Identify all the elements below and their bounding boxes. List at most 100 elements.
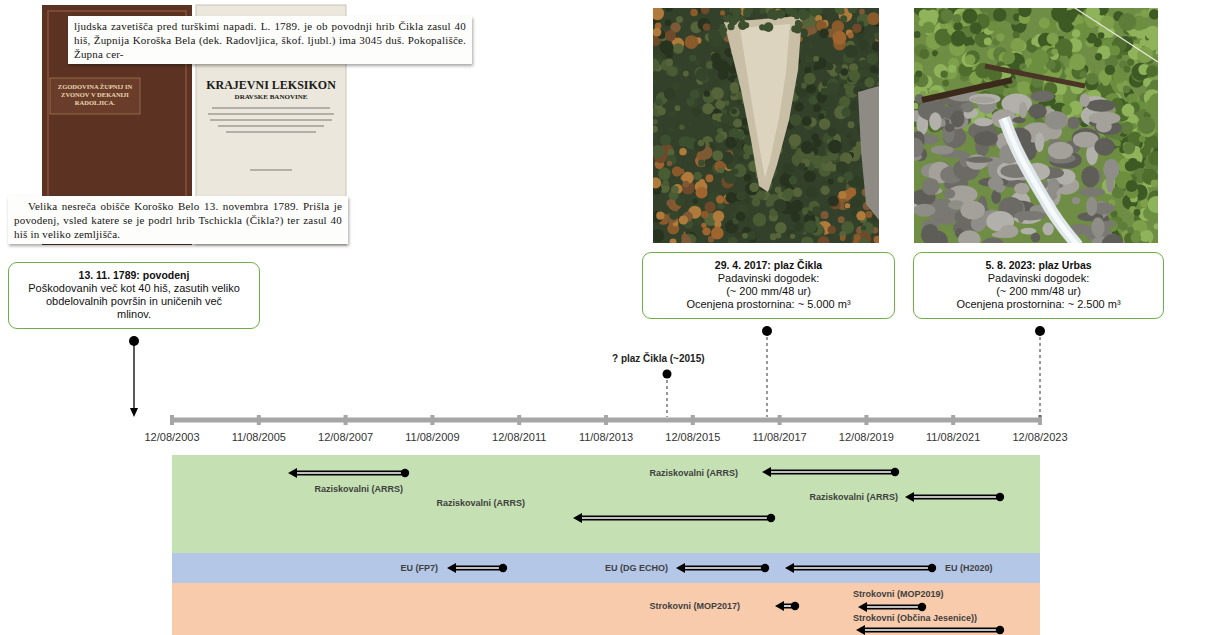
tree-crown (846, 133, 851, 138)
tree-crown (653, 8, 664, 20)
tree-crown (699, 179, 705, 185)
tree-crown (668, 127, 674, 133)
tree-crown (653, 119, 658, 124)
foliage (919, 49, 929, 59)
tree-crown (662, 180, 669, 187)
leader-line (1040, 331, 1041, 417)
tree-crown (685, 35, 699, 49)
bar-arrowhead (905, 492, 914, 502)
project-label: Strokovni (MOP2019) (853, 588, 944, 600)
leader-line (667, 374, 668, 417)
rock (1080, 93, 1090, 107)
fallen-log (985, 66, 1085, 86)
foliage (1011, 38, 1025, 52)
foliage (1122, 104, 1135, 117)
tree-crown (789, 134, 802, 147)
tree-crown (853, 234, 860, 241)
tree-crown (665, 59, 673, 67)
project-duration-bar (785, 563, 936, 573)
rock (1103, 159, 1119, 180)
tree-crown (679, 148, 686, 155)
rock (1086, 99, 1115, 111)
tree-crown (804, 170, 816, 182)
foliage (1119, 222, 1127, 230)
photo-stream-detail (914, 8, 1158, 243)
tree-crown (690, 9, 698, 17)
print-line (210, 119, 332, 120)
tree-crown (743, 153, 749, 159)
tree-crown (745, 198, 750, 203)
foliage (953, 14, 961, 22)
tree-crown (653, 177, 661, 188)
rock (970, 97, 995, 103)
project-label: Strokovni (MOP2017) (649, 600, 740, 612)
tree-crown (872, 41, 879, 51)
tree-crown (836, 161, 848, 173)
tree-crown (759, 24, 765, 30)
rock (927, 231, 947, 243)
leader-line (133, 341, 134, 409)
tree-crown (865, 211, 872, 218)
bar-end-dot (918, 603, 926, 611)
tree-crown (715, 134, 724, 143)
tree-crown (838, 216, 845, 223)
foliage (1126, 180, 1138, 192)
axis-tick (257, 415, 261, 425)
tree-crown (782, 191, 790, 199)
foliage (965, 54, 976, 65)
rock (1072, 197, 1080, 204)
foliage (1018, 8, 1031, 17)
cover-label-plate (50, 78, 140, 114)
tree-crown (866, 53, 878, 65)
tree-crown (702, 227, 710, 235)
rock (929, 112, 941, 130)
event-title: 5. 8. 2023: plaz Urbas (920, 259, 1157, 272)
tree-crown (669, 110, 677, 118)
tree-crown (742, 233, 748, 239)
print-line (226, 131, 316, 132)
rock (1094, 138, 1115, 156)
leader-line (767, 331, 768, 417)
foliage (954, 22, 963, 31)
tree-crown (728, 237, 738, 243)
tree-crown (666, 155, 677, 166)
bar-end-dot (996, 626, 1004, 634)
event-dot (762, 326, 772, 336)
illegible-print (208, 108, 334, 170)
bar-arrowhead (447, 563, 456, 573)
tree-crown (856, 211, 866, 221)
tree-crown (818, 236, 830, 243)
tree-crown (820, 186, 829, 195)
tree-crown (669, 211, 678, 220)
bar-outline (769, 470, 895, 475)
tree-crown (665, 30, 676, 41)
rock (1081, 166, 1099, 188)
project-duration-bar (676, 563, 769, 573)
tree-crown (864, 77, 874, 87)
axis-tick-label: 11/08/2021 (913, 431, 993, 444)
tree-crown (693, 199, 698, 204)
tree-crown (775, 232, 781, 238)
tree-crown (698, 18, 711, 31)
foliage (1105, 65, 1115, 75)
tree-crown (653, 145, 664, 158)
foliage (934, 64, 948, 78)
event-description: Padavinski dogodek: (~ 200 mm/48 ur) (716, 272, 822, 298)
foliage (1124, 66, 1131, 73)
tree-crown (655, 98, 663, 106)
tree-crown (768, 9, 777, 18)
tree-crown (673, 43, 684, 54)
rock (1014, 183, 1029, 195)
bar-outline (792, 566, 932, 571)
foliage (927, 10, 938, 21)
tree-crown (676, 16, 683, 23)
rock (1045, 111, 1068, 130)
tree-crown (689, 54, 696, 61)
foliage (962, 9, 977, 24)
foliage (1118, 13, 1136, 31)
rock (974, 131, 998, 146)
rock (1029, 104, 1047, 119)
project-label: EU (DG ECHO) (605, 562, 668, 574)
tree-crown (832, 31, 846, 45)
